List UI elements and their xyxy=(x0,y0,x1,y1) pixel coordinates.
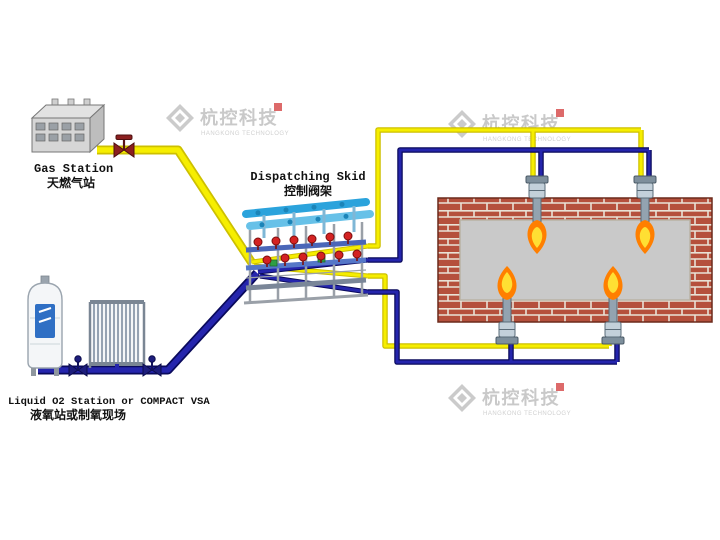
o2-pipe-main xyxy=(38,269,261,375)
furnace xyxy=(437,197,713,323)
watermark-brand: 杭控科技 xyxy=(200,107,278,129)
watermark-subtitle: HANGKONG TECHNOLOGY xyxy=(483,411,571,417)
skid-header-pipes xyxy=(242,198,374,238)
furnace-interior xyxy=(459,219,691,301)
watermark-subtitle: HANGKONG TECHNOLOGY xyxy=(201,131,289,137)
dispatching-skid xyxy=(242,198,374,305)
o2-station-label-zh: 液氧站或制氧现场 xyxy=(30,407,126,422)
gas-pipe-main xyxy=(97,145,256,266)
gas-valve-icon xyxy=(113,134,135,158)
watermark-logo-icon xyxy=(448,110,476,138)
o2-station-label-en: Liquid O2 Station or COMPACT VSA xyxy=(8,396,210,408)
watermark-logo-icon xyxy=(448,384,476,412)
watermark-top-center: 杭控科技 HANGKONG TECHNOLOGY xyxy=(166,103,289,137)
skid-label-zh: 控制阀架 xyxy=(284,183,332,198)
skid-label-en: Dispatching Skid xyxy=(250,170,365,184)
labels: Gas Station 天燃气站 Dispatching Skid 控制阀架 L… xyxy=(8,162,366,422)
gas-pipe-top-line xyxy=(368,127,644,249)
watermark-logo-icon xyxy=(166,104,194,132)
gas-station-label-zh: 天燃气站 xyxy=(47,175,95,190)
gas-station-building xyxy=(30,98,106,154)
o2-tank xyxy=(27,275,63,376)
watermark-bottom-right: 杭控科技 HANGKONG TECHNOLOGY xyxy=(448,383,571,417)
o2-vaporizer xyxy=(88,300,146,370)
o2-pipe-top-line xyxy=(368,147,652,263)
skid-valve-pipes xyxy=(245,239,367,291)
watermark-stamp-icon xyxy=(274,103,282,111)
vaporizer-fins xyxy=(92,304,140,362)
watermark-top-right: 杭控科技 HANGKONG TECHNOLOGY xyxy=(448,109,571,143)
watermark-stamp-icon xyxy=(556,383,564,391)
watermark-stamp-icon xyxy=(556,109,564,117)
gas-station-label-en: Gas Station xyxy=(34,162,113,176)
watermark-brand: 杭控科技 xyxy=(482,387,560,409)
watermark-subtitle: HANGKONG TECHNOLOGY xyxy=(483,137,571,143)
gas-station-windows xyxy=(35,122,85,142)
skid-valve-handwheels xyxy=(253,231,362,267)
